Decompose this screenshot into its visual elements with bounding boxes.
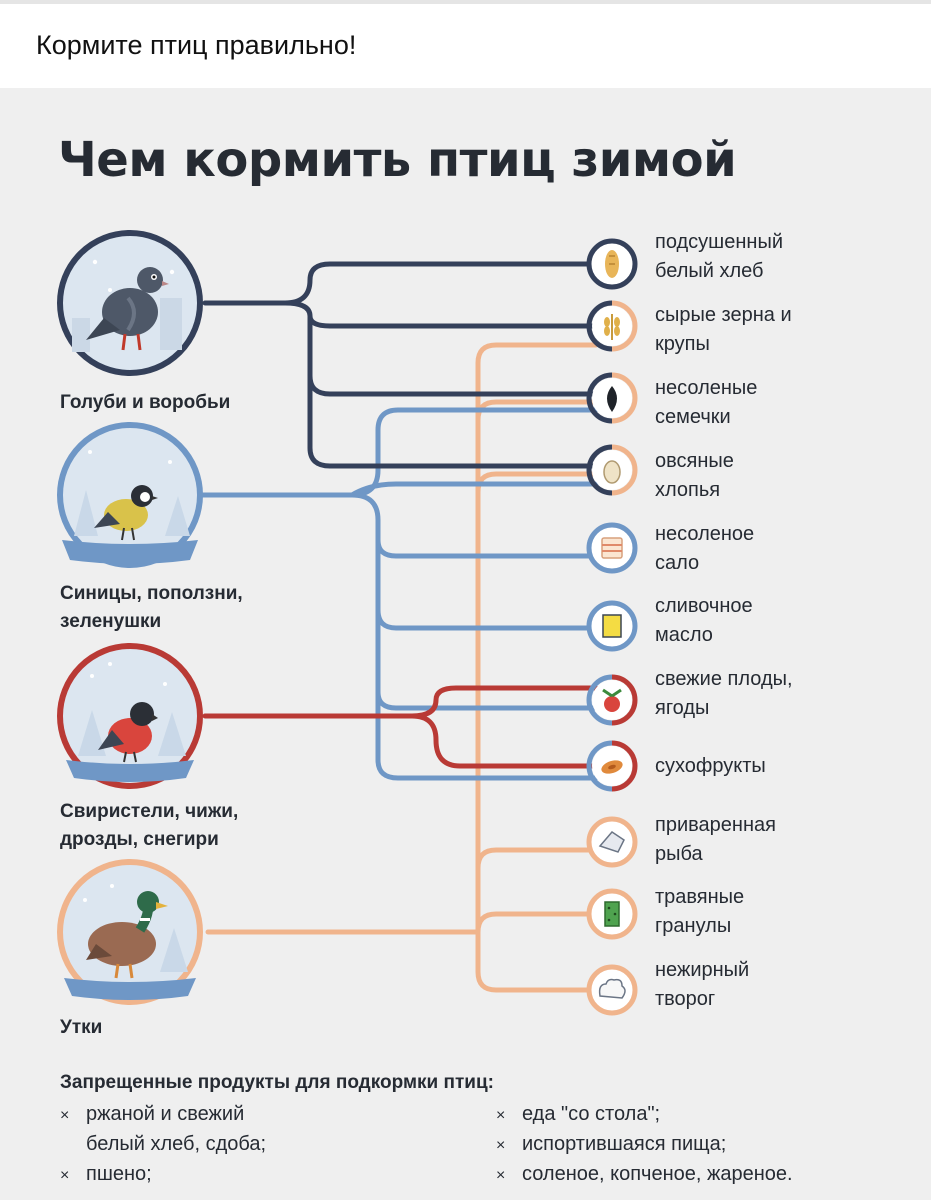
food-label: приваренная рыба [655, 814, 776, 865]
bird-group-label: Голуби и воробьи [60, 392, 231, 413]
food-label: овсяные хлопья [655, 450, 734, 501]
dried-fruit-icon [586, 740, 638, 792]
food-label: несоленое сало [655, 523, 755, 574]
pigeon-icon [57, 230, 203, 376]
cross-icon: × [496, 1137, 506, 1154]
bird-group-label: Свиристели, чижи, дрозды, снегири [60, 801, 239, 850]
header-bar: Кормите птиц правильно! [0, 0, 931, 88]
tit-connections [199, 407, 599, 781]
berry-icon [586, 674, 638, 726]
wheat-icon [586, 300, 638, 352]
sunflower-seed-icon [586, 372, 638, 424]
forbidden-item: ×ржаной и свежий [60, 1099, 244, 1131]
food-label: сырые зерна и крупы [655, 304, 792, 355]
pigeon-connections [202, 261, 599, 469]
food-label: сухофрукты [655, 755, 766, 777]
food-label: нежирный творог [655, 959, 750, 1010]
cross-icon: × [496, 1107, 506, 1124]
food-label: травяные гранулы [655, 886, 745, 937]
tit-icon [57, 422, 203, 568]
cross-icon: × [60, 1107, 70, 1124]
food-label: сливочное масло [655, 595, 753, 646]
cottage-cheese-icon [586, 964, 638, 1016]
bread-icon [586, 238, 638, 290]
bird-group-label: Синицы, поползни, зеленушки [60, 583, 243, 632]
forbidden-item: ×соленое, копченое, жареное. [496, 1159, 793, 1191]
butter-icon [586, 600, 638, 652]
bird-group-label: Утки [60, 1017, 103, 1038]
food-label: несоленые семечки [655, 377, 758, 428]
forbidden-item: ×испортившаяся пища; [496, 1129, 726, 1161]
forbidden-item-continuation: белый хлеб, сдоба; [86, 1133, 267, 1155]
post-title: Кормите птиц правильно! [36, 30, 357, 60]
food-label: свежие плоды, ягоды [655, 668, 793, 719]
lard-icon [586, 522, 638, 574]
cross-icon: × [496, 1167, 506, 1184]
bullfinch-icon [57, 643, 203, 789]
forbidden-item: ×еда "со стола"; [496, 1099, 660, 1131]
oat-flake-icon [586, 444, 638, 496]
infographic-title: Чем кормить птиц зимой [58, 132, 737, 188]
duck-icon [57, 859, 203, 1005]
fish-icon [586, 816, 638, 868]
forbidden-title: Запрещенные продукты для подкормки птиц: [60, 1072, 494, 1093]
forbidden-item: ×пшено; [60, 1159, 152, 1191]
bullfinch-connections [202, 685, 599, 769]
food-label: подсушенный белый хлеб [655, 231, 783, 282]
cross-icon: × [60, 1167, 70, 1184]
duck-connections [205, 342, 599, 993]
grass-pellets-icon [586, 888, 638, 940]
